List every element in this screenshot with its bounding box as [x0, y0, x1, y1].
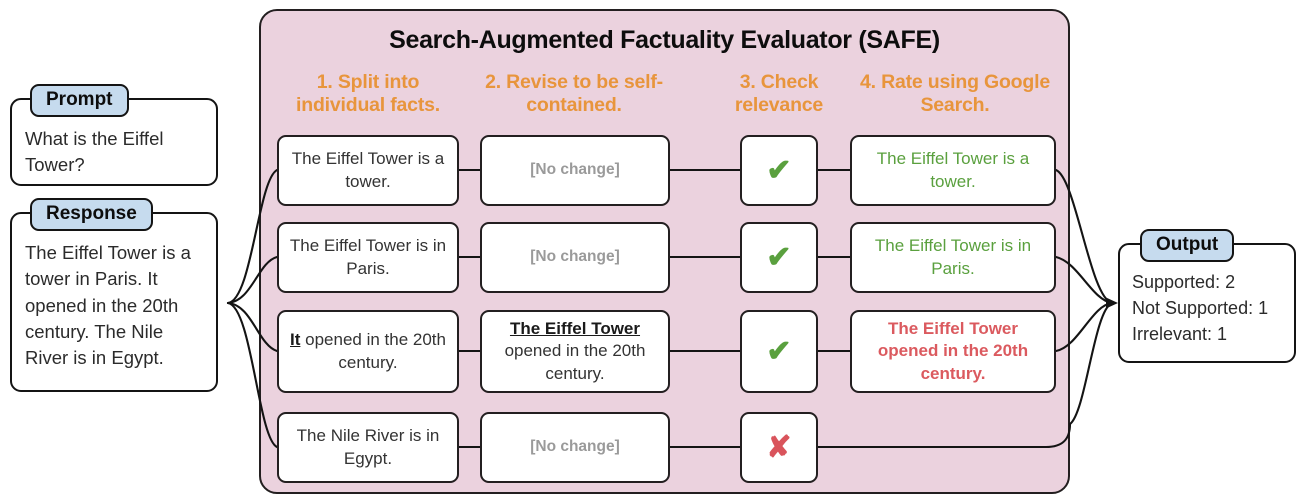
rating-text-2: The Eiffel Tower is in Paris.: [874, 236, 1032, 278]
relevance-cell-2: ✔: [740, 222, 818, 293]
rating-text-3: The Eiffel Tower opened in the 20th cent…: [877, 318, 1029, 383]
wire-irrelevant-to-output: [1068, 301, 1114, 426]
fact-text-4: The Nile River is in Egypt.: [296, 426, 440, 468]
relevance-cell-4: ✘: [740, 412, 818, 483]
revised-text-4: [No change]: [530, 438, 620, 456]
fact-cell-3: It opened in the 20th century.: [277, 310, 459, 393]
fact-cell-1: The Eiffel Tower is a tower.: [277, 135, 459, 206]
revised-text-2: [No change]: [530, 248, 620, 266]
step-header-3: 3. Check relevance: [734, 71, 824, 116]
revised-cell-4: [No change]: [480, 412, 670, 483]
prompt-text: What is the Eiffel Tower?: [25, 128, 164, 176]
response-box: The Eiffel Tower is a tower in Paris. It…: [10, 212, 218, 392]
output-lines: Supported: 2 Not Supported: 1 Irrelevant…: [1120, 245, 1294, 355]
check-icon: ✔: [766, 240, 792, 274]
rating-cell-3: The Eiffel Tower opened in the 20th cent…: [850, 310, 1056, 393]
relevance-cell-3: ✔: [740, 310, 818, 393]
output-box: Supported: 2 Not Supported: 1 Irrelevant…: [1118, 243, 1296, 363]
fact-cell-4: The Nile River is in Egypt.: [277, 412, 459, 483]
step-header-1: 1. Split into individual facts.: [296, 71, 440, 116]
revised-cell-1: [No change]: [480, 135, 670, 206]
relevance-cell-1: ✔: [740, 135, 818, 206]
rating-text-1: The Eiffel Tower is a tower.: [876, 149, 1030, 191]
output-line-supported: Supported: 2: [1132, 272, 1236, 292]
revised-rest-3: opened in the 20th century.: [504, 341, 646, 383]
revised-cell-3: The Eiffel Tower opened in the 20th cent…: [480, 310, 670, 393]
fact-text-1: The Eiffel Tower is a tower.: [291, 149, 445, 191]
fact-text-2: The Eiffel Tower is in Paris.: [289, 236, 447, 278]
fact-emphasis-3: It: [290, 330, 301, 350]
check-icon: ✔: [766, 334, 792, 368]
output-tab-label: Output: [1140, 229, 1235, 262]
revised-text-1: [No change]: [530, 161, 620, 179]
fact-cell-2: The Eiffel Tower is in Paris.: [277, 222, 459, 293]
page-title: Search-Augmented Factuality Evaluator (S…: [389, 26, 940, 54]
revised-emphasis-3: The Eiffel Tower: [509, 318, 641, 338]
prompt-tab-label: Prompt: [30, 84, 129, 117]
revised-text-3: The Eiffel Tower opened in the 20th cent…: [490, 318, 660, 385]
output-line-not-supported: Not Supported: 1: [1132, 298, 1269, 319]
response-tab-label: Response: [30, 198, 153, 231]
check-icon: ✔: [766, 153, 792, 187]
output-line-irrelevant: Irrelevant: 1: [1132, 324, 1228, 345]
step-header-2: 2. Revise to be self-contained.: [485, 71, 663, 116]
cross-icon: ✘: [766, 430, 792, 464]
output-arrowhead: [1106, 297, 1118, 309]
revised-cell-2: [No change]: [480, 222, 670, 293]
fact-rest-3: opened in the 20th century.: [300, 330, 446, 372]
fact-text-3: It opened in the 20th century.: [287, 329, 449, 374]
rating-cell-1: The Eiffel Tower is a tower.: [850, 135, 1056, 206]
rating-cell-2: The Eiffel Tower is in Paris.: [850, 222, 1056, 293]
response-text: The Eiffel Tower is a tower in Paris. It…: [25, 242, 191, 369]
step-header-4: 4. Rate using Google Search.: [860, 71, 1050, 116]
